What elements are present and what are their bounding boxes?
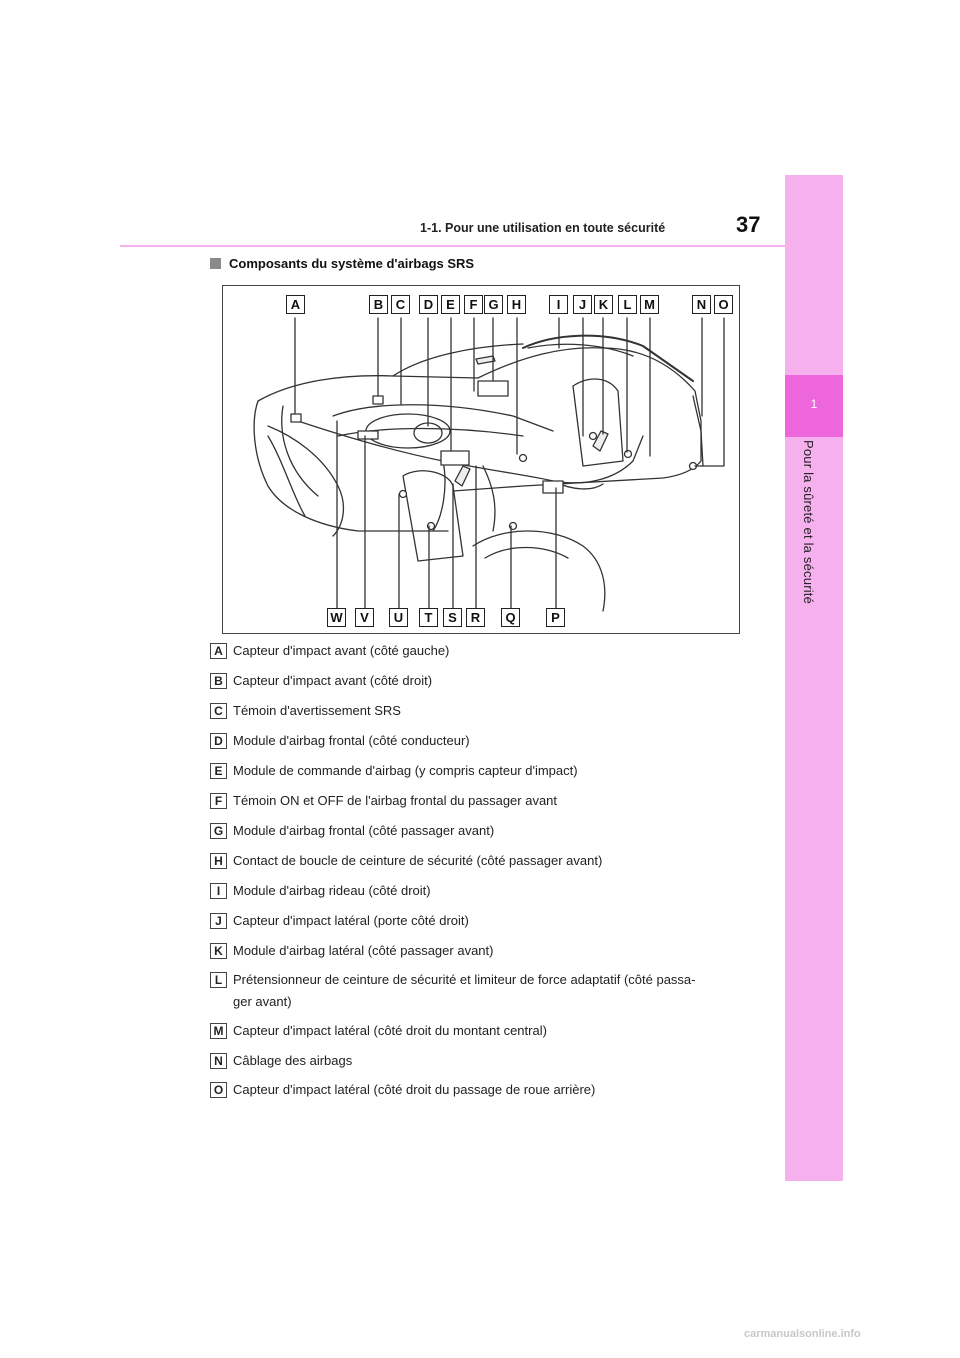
diagram-label-d: D bbox=[419, 295, 438, 314]
section-heading: Composants du système d'airbags SRS bbox=[210, 256, 474, 271]
legend-badge: F bbox=[210, 793, 227, 809]
site-watermark: carmanualsonline.info bbox=[744, 1328, 861, 1340]
diagram-label-a: A bbox=[286, 295, 305, 314]
diagram-label-n: N bbox=[692, 295, 711, 314]
header-divider bbox=[120, 245, 785, 247]
chapter-title-vertical: Pour la sûreté et la sécurité bbox=[801, 440, 816, 604]
legend-badge: O bbox=[210, 1082, 227, 1098]
legend-text: Contact de boucle de ceinture de sécurit… bbox=[233, 851, 602, 871]
legend-badge: G bbox=[210, 823, 227, 839]
airbag-system-diagram: A B C D E F G H I J K L M N O W V U T S … bbox=[222, 285, 740, 634]
legend-text: Module d'airbag latéral (côté passager a… bbox=[233, 941, 493, 961]
legend-text: Témoin ON et OFF de l'airbag frontal du … bbox=[233, 791, 557, 811]
diagram-label-u: U bbox=[389, 608, 408, 627]
diagram-label-b: B bbox=[369, 295, 388, 314]
running-header-title: 1-1. Pour une utilisation en toute sécur… bbox=[420, 221, 665, 235]
legend-badge: E bbox=[210, 763, 227, 779]
diagram-label-c: C bbox=[391, 295, 410, 314]
diagram-label-j: J bbox=[573, 295, 592, 314]
diagram-label-f: F bbox=[464, 295, 483, 314]
legend-text: Module d'airbag frontal (côté passager a… bbox=[233, 821, 494, 841]
page-number: 37 bbox=[736, 212, 760, 238]
legend-text: Module d'airbag rideau (côté droit) bbox=[233, 881, 431, 901]
legend-badge: B bbox=[210, 673, 227, 689]
diagram-label-v: V bbox=[355, 608, 374, 627]
heading-square-icon bbox=[210, 258, 221, 269]
diagram-label-p: P bbox=[546, 608, 565, 627]
diagram-label-k: K bbox=[594, 295, 613, 314]
legend-text: Capteur d'impact avant (côté gauche) bbox=[233, 641, 449, 661]
legend-text: Capteur d'impact latéral (porte côté dro… bbox=[233, 911, 469, 931]
legend-badge: N bbox=[210, 1053, 227, 1069]
legend-text: Câblage des airbags bbox=[233, 1051, 352, 1071]
legend-text-continued: ger avant) bbox=[233, 992, 292, 1012]
legend-text: Module de commande d'airbag (y compris c… bbox=[233, 761, 578, 781]
legend-badge: K bbox=[210, 943, 227, 959]
diagram-label-i: I bbox=[549, 295, 568, 314]
legend-badge: J bbox=[210, 913, 227, 929]
legend-text: Témoin d'avertissement SRS bbox=[233, 701, 401, 721]
diagram-label-r: R bbox=[466, 608, 485, 627]
legend-badge: C bbox=[210, 703, 227, 719]
legend-badge: I bbox=[210, 883, 227, 899]
diagram-label-w: W bbox=[327, 608, 346, 627]
legend-badge: M bbox=[210, 1023, 227, 1039]
diagram-label-l: L bbox=[618, 295, 637, 314]
legend-text: Capteur d'impact latéral (côté droit du … bbox=[233, 1080, 595, 1100]
legend-text: Capteur d'impact avant (côté droit) bbox=[233, 671, 432, 691]
chapter-number-box: 1 bbox=[785, 375, 843, 437]
diagram-label-s: S bbox=[443, 608, 462, 627]
diagram-label-q: Q bbox=[501, 608, 520, 627]
diagram-label-m: M bbox=[640, 295, 659, 314]
diagram-label-e: E bbox=[441, 295, 460, 314]
legend-badge: D bbox=[210, 733, 227, 749]
diagram-label-g: G bbox=[484, 295, 503, 314]
diagram-label-h: H bbox=[507, 295, 526, 314]
car-line-drawing bbox=[223, 286, 741, 635]
diagram-label-o: O bbox=[714, 295, 733, 314]
chapter-side-tab: 1 Pour la sûreté et la sécurité bbox=[785, 175, 843, 1181]
section-heading-text: Composants du système d'airbags SRS bbox=[229, 256, 474, 271]
diagram-label-t: T bbox=[419, 608, 438, 627]
legend-text: Module d'airbag frontal (côté conducteur… bbox=[233, 731, 470, 751]
legend-text: Prétensionneur de ceinture de sécurité e… bbox=[233, 970, 695, 990]
legend-badge: A bbox=[210, 643, 227, 659]
legend-text: Capteur d'impact latéral (côté droit du … bbox=[233, 1021, 547, 1041]
legend-badge: H bbox=[210, 853, 227, 869]
legend-badge: L bbox=[210, 972, 227, 988]
